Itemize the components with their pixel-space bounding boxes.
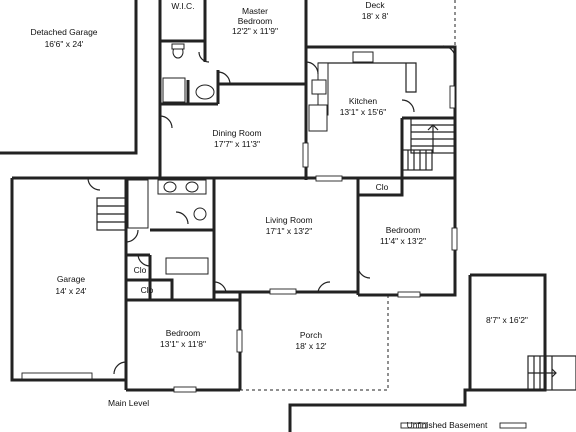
wic-label: W.I.C.: [171, 1, 194, 11]
garage-dims: 14' x 24': [55, 286, 87, 296]
bedroom-right-label: Bedroom: [386, 225, 421, 235]
porch-label: Porch: [300, 330, 322, 340]
living-room-dims: 17'1" x 13'2": [266, 226, 313, 236]
basement-room-dims: 8'7" x 16'2": [486, 315, 528, 325]
kitchen-counter: [308, 51, 417, 132]
door-swings: [87, 45, 456, 375]
basement-walls: [288, 273, 576, 432]
kitchen-dims: 13'1" x 15'6": [340, 107, 387, 117]
kitchen-stairs: [401, 117, 456, 171]
windows: [173, 85, 458, 393]
master-bedroom-dims: 12'2" x 11'9": [232, 26, 278, 36]
living-room-label: Living Room: [265, 215, 312, 225]
bedroom-right-dims: 11'4" x 13'2": [380, 236, 426, 246]
detached-garage-label: Detached Garage: [30, 27, 97, 37]
closet-lower-label: Clo: [141, 285, 154, 295]
master-bedroom-label-1: Master: [242, 6, 268, 16]
detached-garage-outline: [0, 0, 138, 155]
garage-stairs: [96, 197, 127, 231]
level-caption: Main Level: [108, 398, 149, 408]
porch-dims: 18' x 12': [295, 341, 327, 351]
room-labels: W.I.C. Master Bedroom 12'2" x 11'9" Deck…: [30, 0, 528, 430]
detached-garage-dims: 16'6" x 24': [45, 39, 84, 49]
upper-bath-fixtures: [162, 43, 215, 103]
closet-right-label: Clo: [376, 182, 389, 192]
deck-dims: 18' x 8': [362, 11, 389, 21]
bedroom-bottom-label: Bedroom: [166, 328, 201, 338]
closet-mid-label: Clo: [134, 265, 147, 275]
dining-room-dims: 17'7" x 11'3": [214, 139, 260, 149]
kitchen-label: Kitchen: [349, 96, 378, 106]
garage-label: Garage: [57, 274, 86, 284]
unfinished-basement-label: Unfinished Basement: [407, 420, 488, 430]
bedroom-bottom-dims: 13'1" x 11'8": [160, 339, 206, 349]
garage-walls: [10, 176, 128, 390]
dining-room-label: Dining Room: [212, 128, 261, 138]
deck-label: Deck: [365, 0, 385, 10]
master-bedroom-label-2: Bedroom: [238, 16, 273, 26]
middle-bath-fixtures: [127, 179, 209, 275]
